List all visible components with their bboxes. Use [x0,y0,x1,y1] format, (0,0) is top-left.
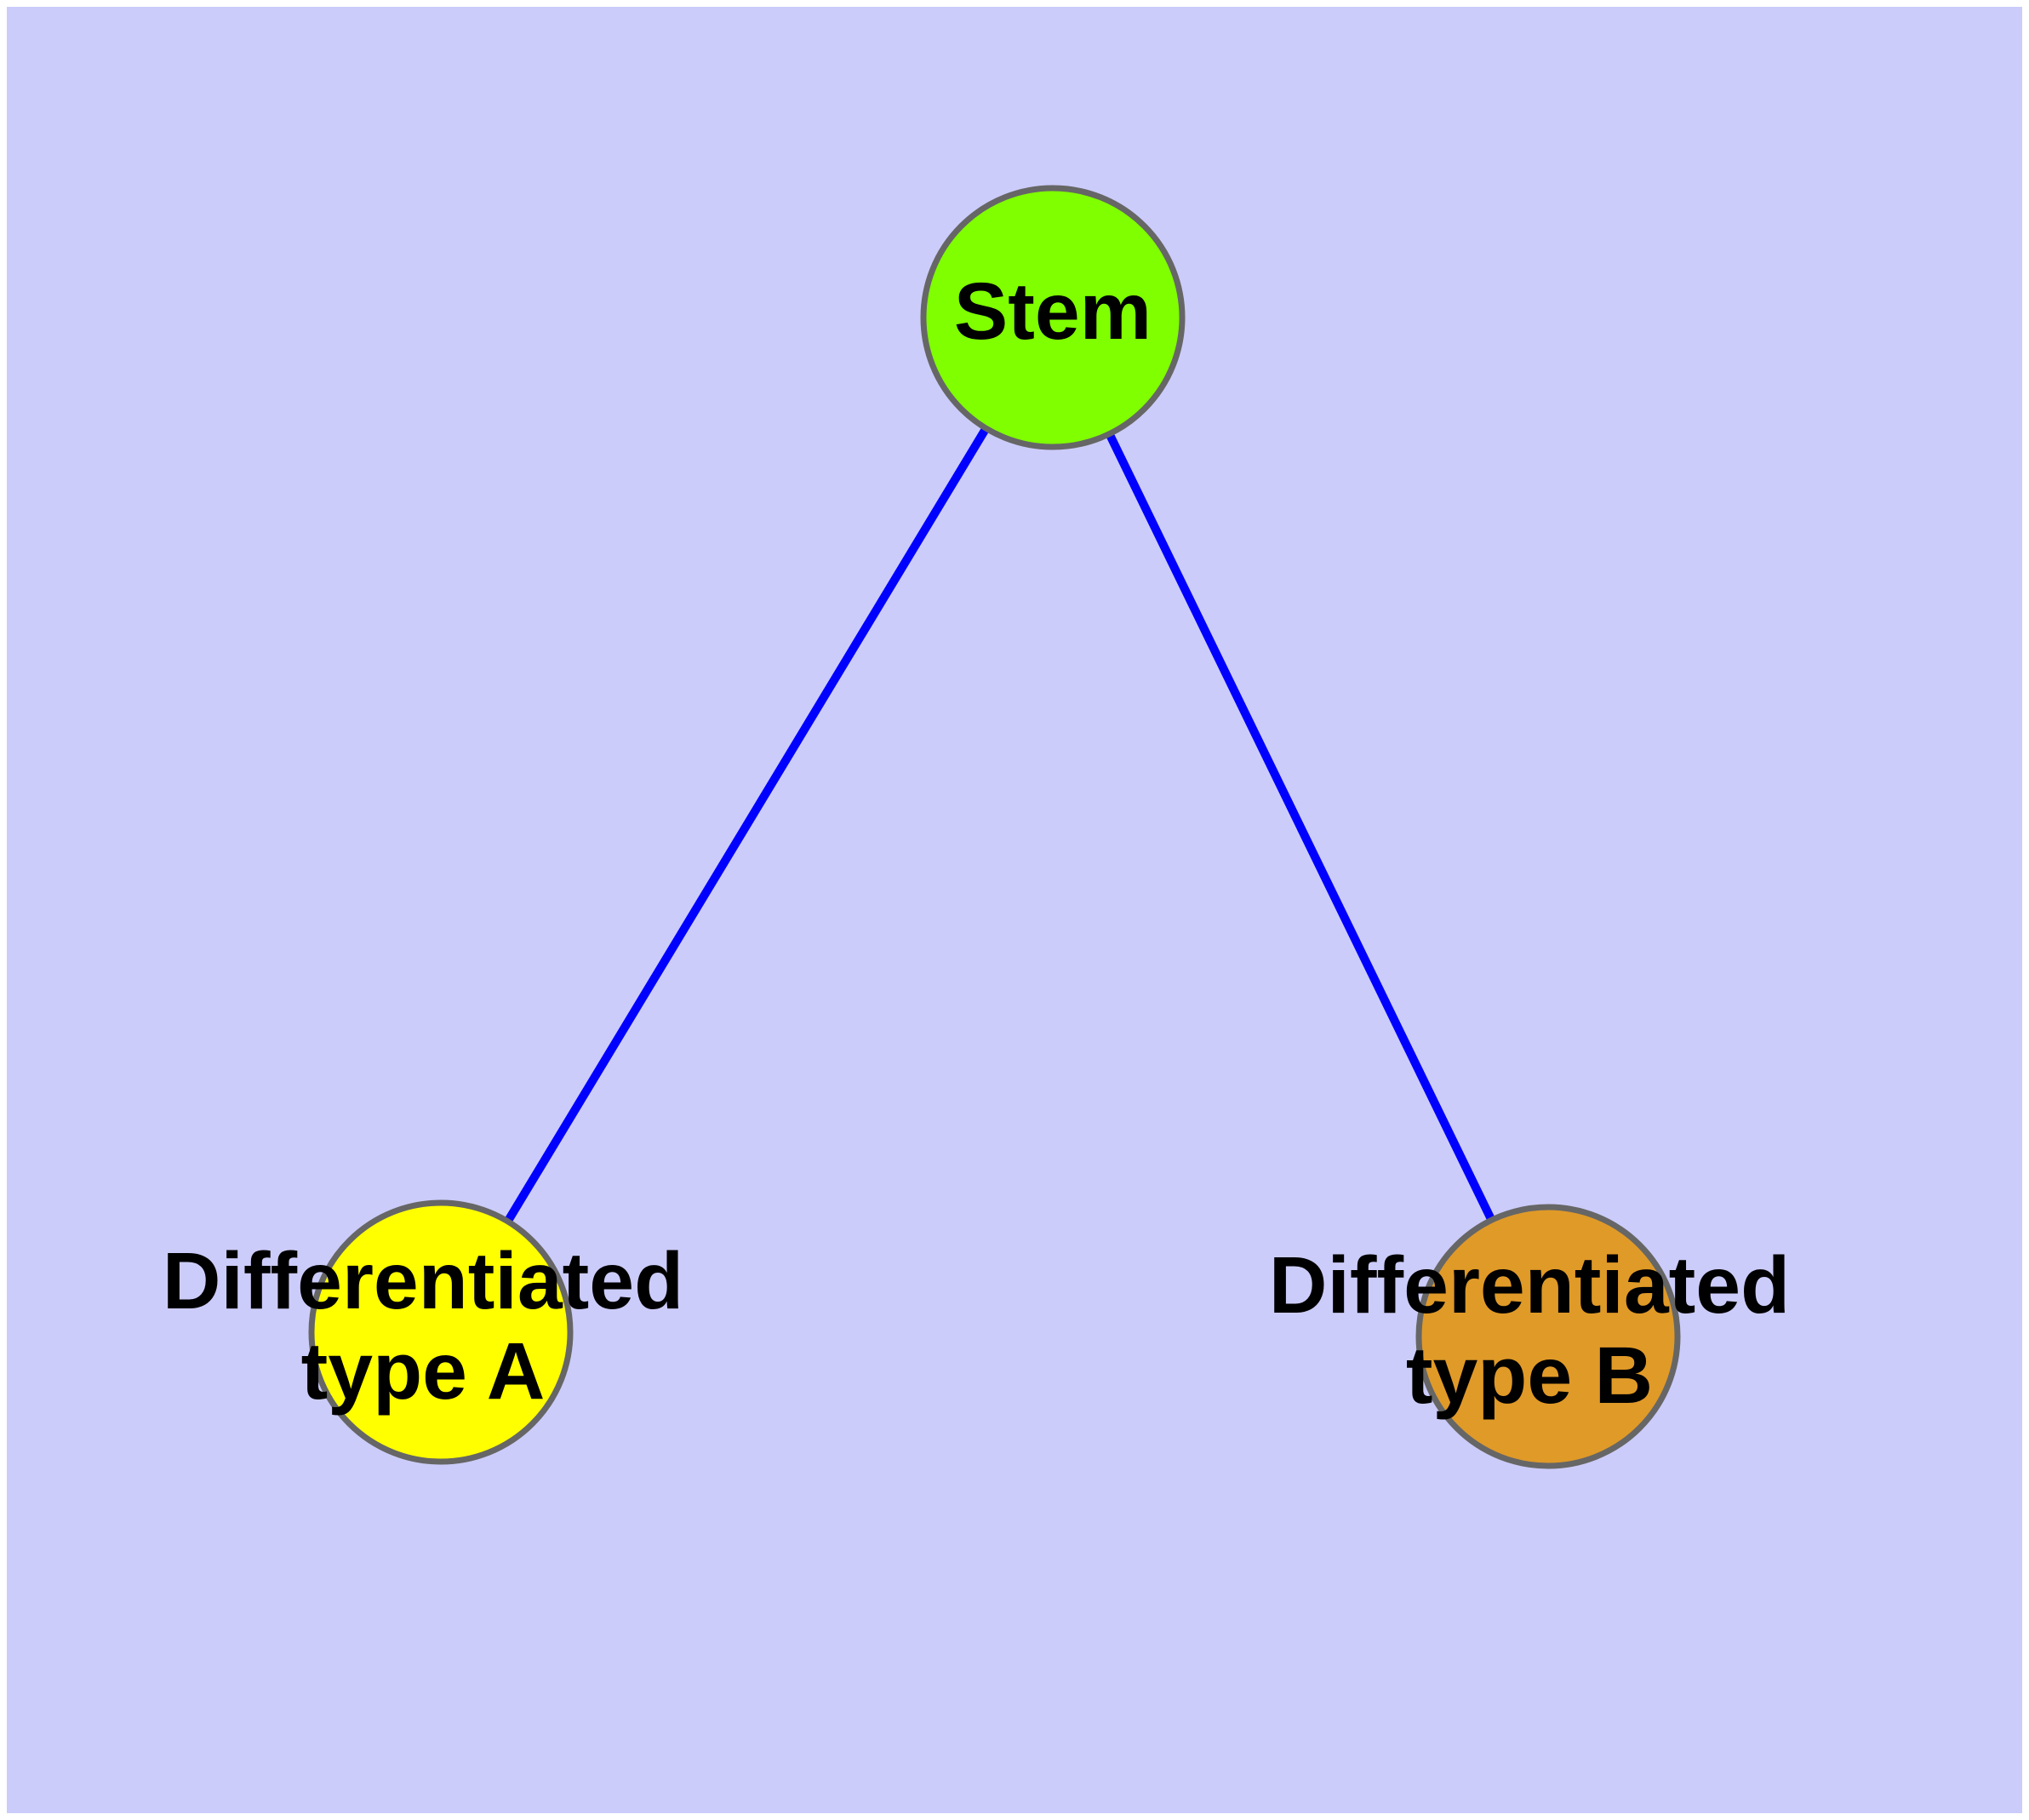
edge-stem-diff-a [502,424,992,1226]
node-circle-stem[interactable] [920,185,1186,450]
node-label-line: Stem [954,266,1152,357]
node-label-line: type B [1406,1331,1653,1421]
node-label-line: Differentiated [163,1236,683,1326]
graph-node-stem[interactable]: Stem [920,185,1186,450]
node-label-stem: Stem [954,266,1152,357]
node-circle-diff_b[interactable] [1415,1204,1681,1469]
edge-stem-diff-b [1104,429,1497,1225]
node-circle-diff_a[interactable] [308,1199,574,1465]
node-label-line: Differentiated [1269,1240,1790,1331]
node-label-line: type A [301,1326,546,1417]
edges-layer [502,424,1497,1226]
